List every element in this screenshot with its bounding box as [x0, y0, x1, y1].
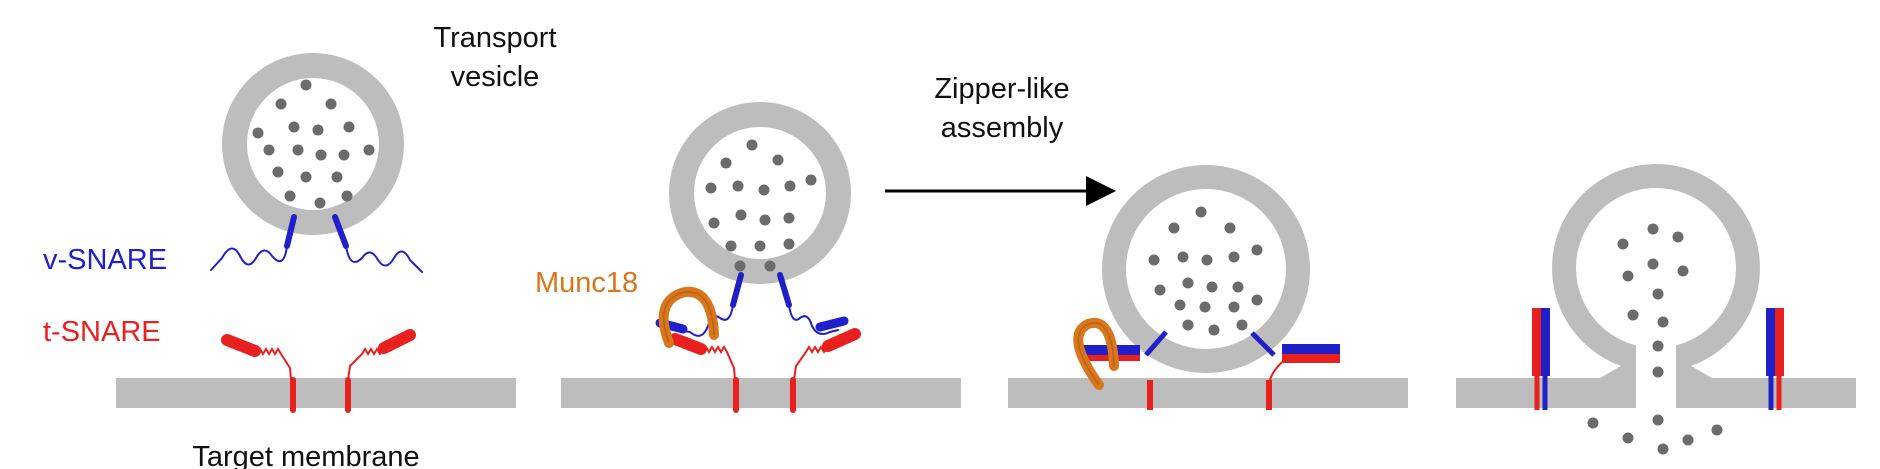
- cargo-molecules: [705, 139, 817, 272]
- v-snare-pair: [210, 214, 423, 273]
- cargo-molecules: [1617, 223, 1689, 378]
- transport-vesicle-label-2: vesicle: [451, 61, 540, 93]
- cargo-molecules: [1148, 206, 1263, 336]
- panel-fusion-pore: [1456, 164, 1856, 455]
- munc18-icon: [1073, 317, 1119, 390]
- t-snare-label: t-SNARE: [43, 316, 161, 348]
- zipper-assembly-arrow: Zipper-like assembly: [885, 73, 1116, 206]
- v-snare-pair: [655, 272, 849, 337]
- t-snare-pair: [221, 329, 416, 413]
- target-membrane: [1008, 378, 1408, 408]
- fused-vesicle: [1456, 164, 1856, 440]
- zipper-assembly-label-1: Zipper-like: [934, 73, 1069, 105]
- snare-complex-right: [1250, 331, 1340, 410]
- target-membrane: [116, 378, 516, 408]
- v-snare-label: v-SNARE: [43, 244, 167, 276]
- munc18-label: Munc18: [535, 267, 638, 299]
- target-membrane-label: Target membrane: [192, 441, 419, 469]
- panel-zipper-assembly: [1008, 165, 1408, 410]
- panel-unbound: Transport vesicle v-SNARE t-SNARE Target…: [43, 22, 557, 469]
- snare-complex-right: [1766, 308, 1784, 410]
- target-membrane: [561, 378, 961, 408]
- t-snare-pair: [669, 328, 861, 413]
- transport-vesicle: [669, 102, 851, 284]
- zipper-assembly-label-2: assembly: [941, 112, 1064, 144]
- released-cargo: [1587, 414, 1723, 455]
- transport-vesicle: [222, 53, 404, 235]
- transport-vesicle: [1102, 165, 1310, 373]
- panel-munc18-priming: Munc18: [535, 102, 961, 413]
- munc18-icon: [658, 286, 719, 348]
- transport-vesicle-label-1: Transport: [433, 22, 556, 54]
- snare-complex-left: [1532, 308, 1550, 410]
- cargo-molecules: [252, 79, 375, 209]
